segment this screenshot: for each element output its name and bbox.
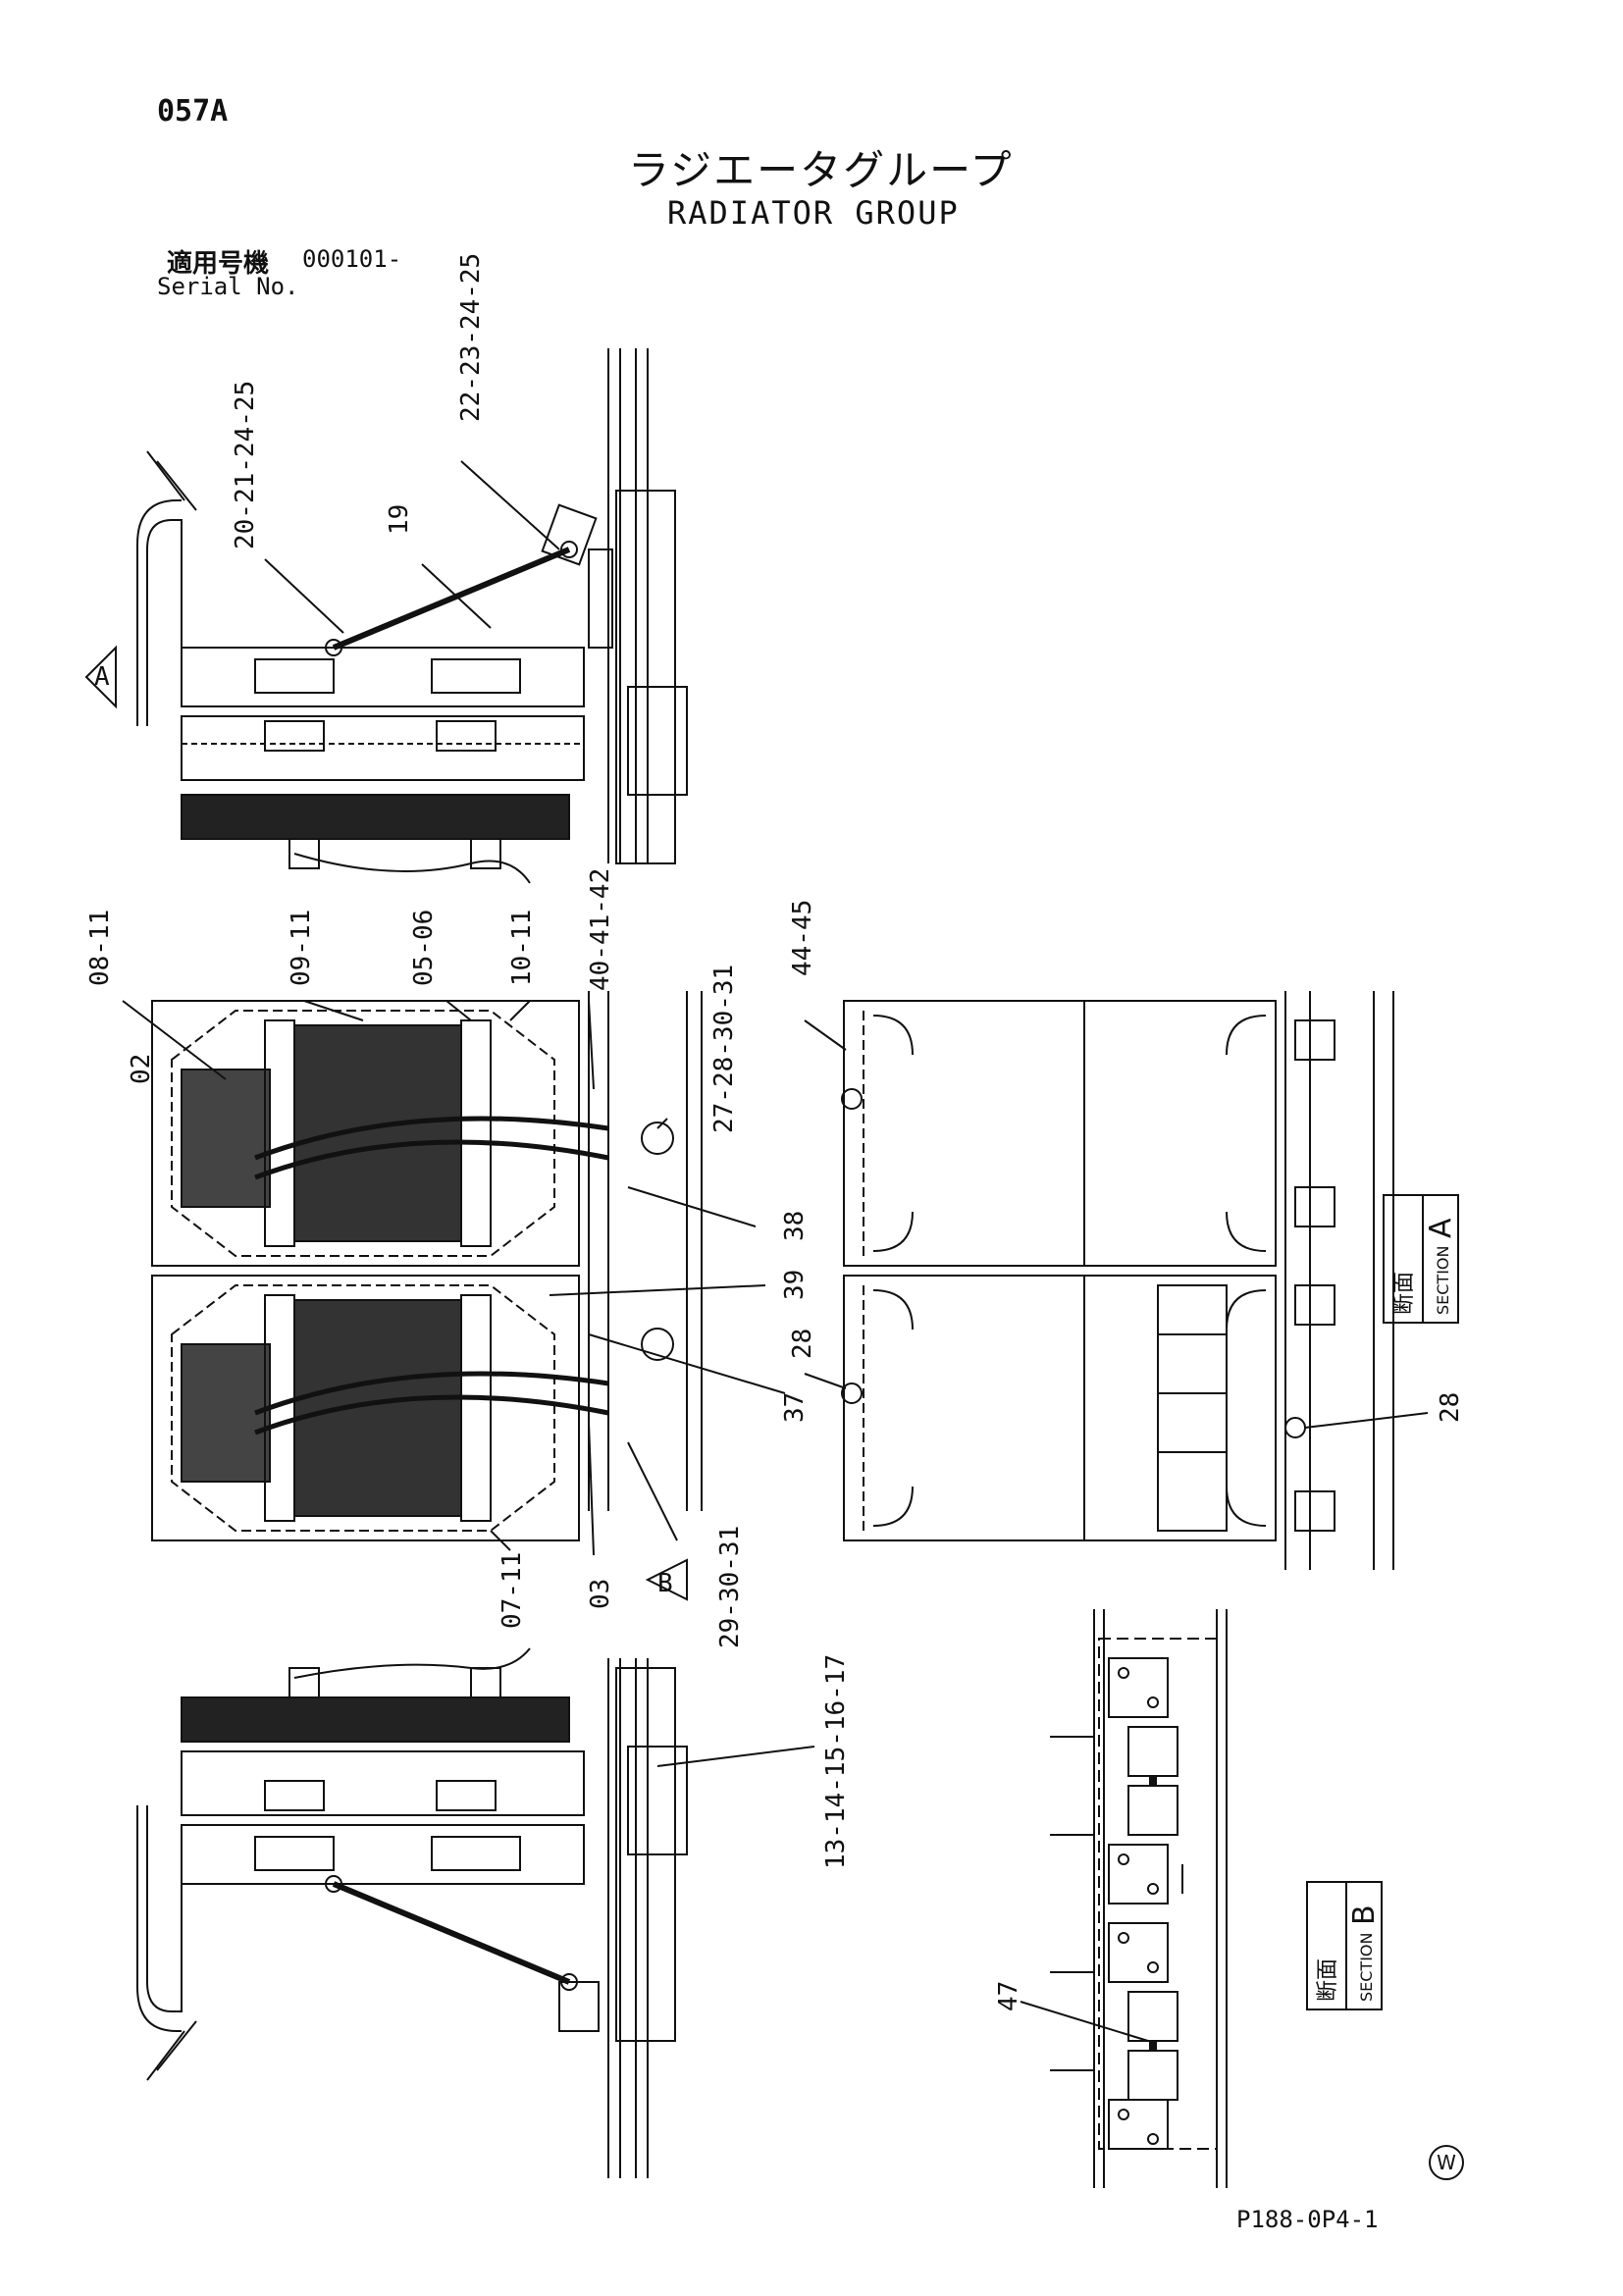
label-28-right: 28 xyxy=(1436,1392,1465,1423)
section-a-view xyxy=(804,991,1429,1570)
label-47: 47 xyxy=(994,1981,1023,2011)
label-09-11: 09-11 xyxy=(287,910,316,986)
label-29-30-31: 29-30-31 xyxy=(715,1526,745,1648)
drawing-code: P188-0P4-1 xyxy=(1236,2206,1379,2233)
label-37: 37 xyxy=(780,1392,810,1423)
label-05-06: 05-06 xyxy=(409,910,439,986)
section-a-tag xyxy=(1383,1194,1459,1324)
label-38: 38 xyxy=(780,1211,810,1241)
section-b-letter: B xyxy=(1347,1905,1382,1925)
label-03: 03 xyxy=(586,1579,615,1609)
section-b-marker xyxy=(645,1558,688,1601)
section-b-view xyxy=(1020,1609,1228,2188)
serial-label-english: Serial No. xyxy=(157,273,299,300)
label-07-11: 07-11 xyxy=(497,1552,527,1629)
bottom-view-radiator xyxy=(136,1647,815,2178)
label-08-11: 08-11 xyxy=(85,910,115,986)
top-view-radiator xyxy=(84,348,688,884)
section-a-marker xyxy=(84,645,117,709)
label-13-14-15-16-17: 13-14-15-16-17 xyxy=(821,1654,851,1869)
label-44-45: 44-45 xyxy=(788,900,817,976)
label-10-11: 10-11 xyxy=(507,910,537,986)
section-b-en: SECTION xyxy=(1357,1933,1376,2003)
front-view-radiators xyxy=(122,991,786,1601)
label-40-41-42: 40-41-42 xyxy=(586,868,615,991)
label-02: 02 xyxy=(127,1054,156,1084)
label-22-23-24-25: 22-23-24-25 xyxy=(456,253,486,422)
section-a-letter: A xyxy=(1424,1218,1458,1238)
label-20-21-24-25: 20-21-24-25 xyxy=(231,381,260,549)
section-b-ja: 断面 xyxy=(1316,1958,1340,2002)
section-b-tag xyxy=(1306,1881,1383,2010)
serial-label-japanese: 適用号機 xyxy=(167,249,270,279)
page-code: 057A xyxy=(157,94,229,129)
circled-w-mark: W xyxy=(1429,2145,1464,2180)
label-27-28-30-31: 27-28-30-31 xyxy=(709,965,739,1133)
section-a-ja: 断面 xyxy=(1392,1272,1417,1315)
label-19: 19 xyxy=(385,504,414,535)
marker-a-letter: A xyxy=(94,662,110,692)
title-japanese: ラジエータグループ xyxy=(628,146,1014,194)
label-39: 39 xyxy=(780,1270,810,1300)
title-english: RADIATOR GROUP xyxy=(667,194,960,232)
label-28-upper: 28 xyxy=(788,1329,817,1359)
section-a-en: SECTION xyxy=(1434,1246,1452,1316)
marker-b-letter: B xyxy=(657,1569,673,1598)
serial-value: 000101- xyxy=(302,245,402,273)
